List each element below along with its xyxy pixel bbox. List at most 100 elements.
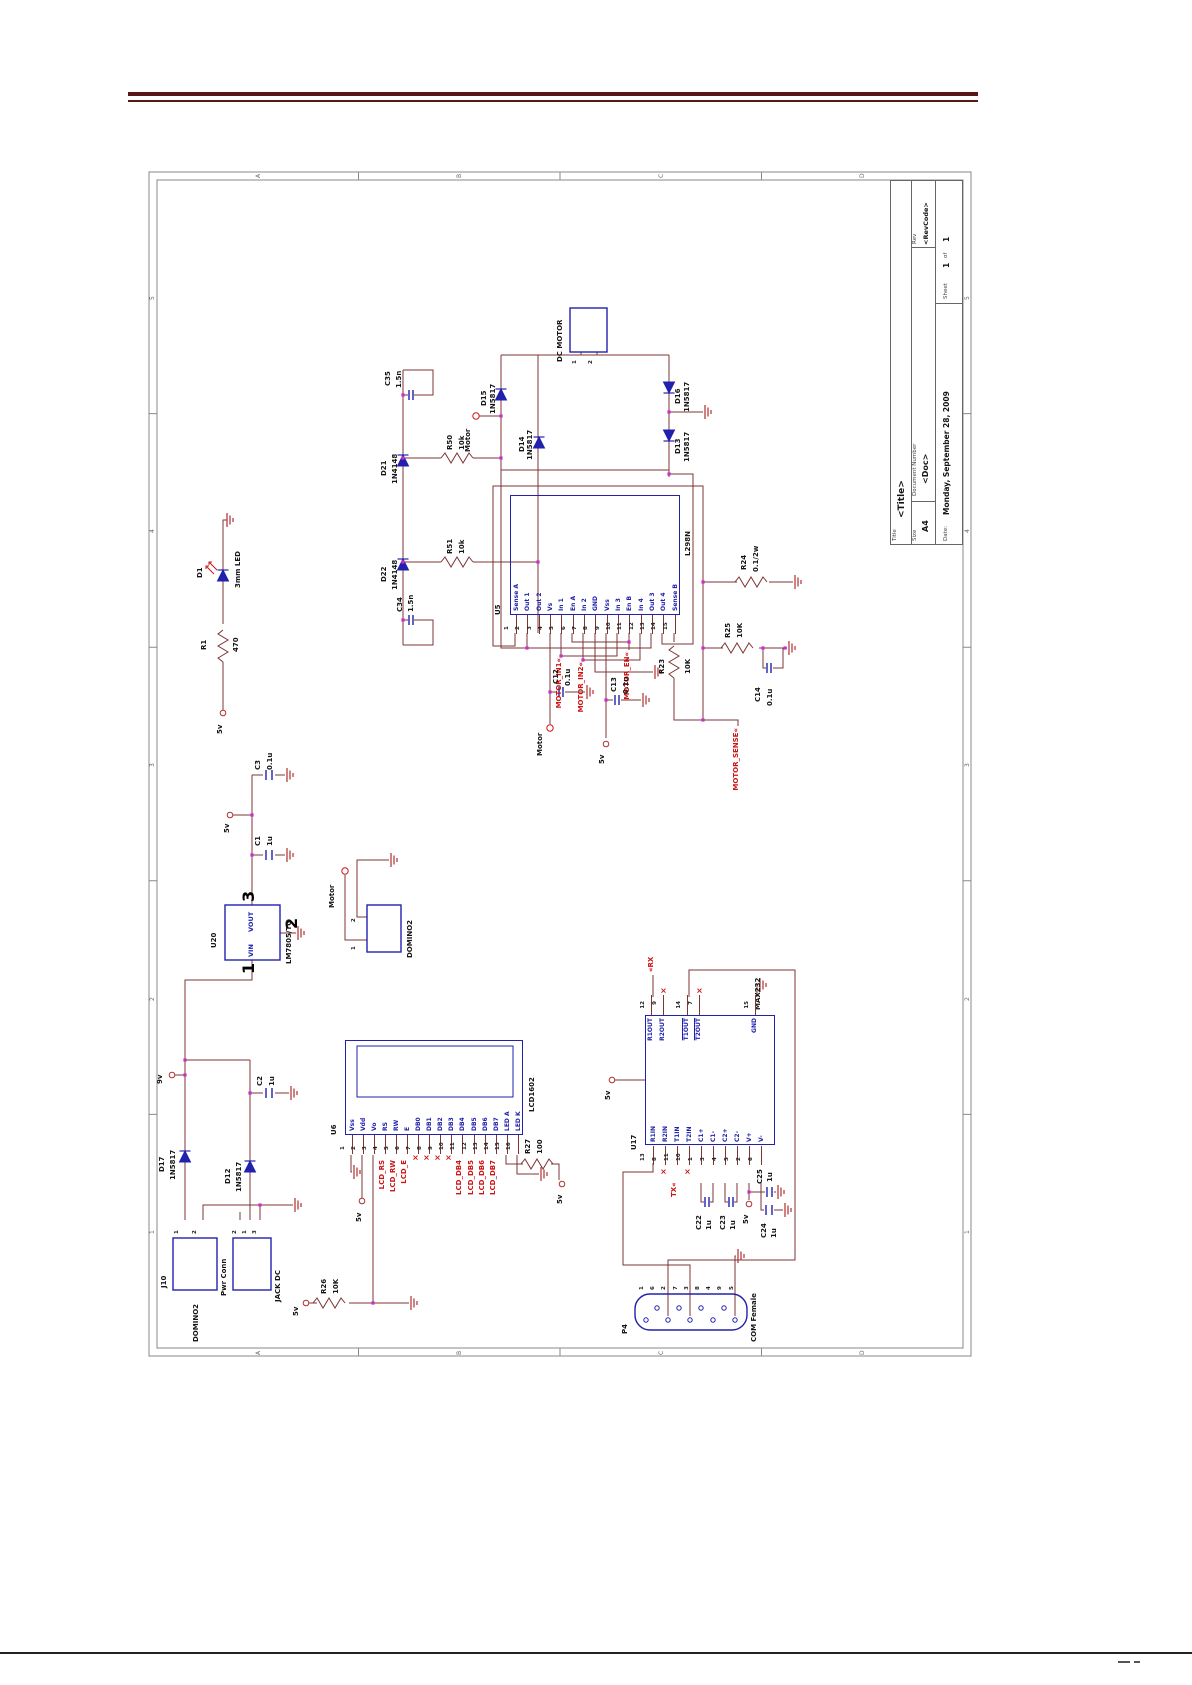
terminal-symbols (341, 412, 554, 875)
u17-pin-row: 8 R2IN (652, 1085, 671, 1165)
footer-artifact (1134, 1661, 1140, 1663)
net-5v-label: 5v (598, 754, 606, 764)
u6-pin-row: 5 RW (384, 1041, 402, 1154)
pin-name: Vss (603, 599, 611, 611)
net-lcd-db7: LCD_DB7 (489, 1160, 497, 1195)
motor-terminal-label: Motor (536, 732, 544, 756)
net-lcd-rs: LCD_RS (378, 1160, 386, 1190)
c23-value: 1u (729, 1220, 737, 1230)
pin-name: Sense A (513, 583, 521, 611)
d17-value: 1N5817 (169, 1149, 177, 1180)
u17-pin-row: 13 R1IN (640, 1085, 659, 1165)
pin-number: 4 (712, 1157, 718, 1161)
size-label: Size (912, 529, 918, 541)
pin-name: GND (751, 1018, 758, 1033)
no-connect-icon: × (659, 1168, 668, 1175)
pin-number: 16 (505, 1142, 512, 1150)
pin-number: 8 (583, 626, 590, 630)
pin-stub (712, 1146, 714, 1165)
zone-label: D (859, 173, 866, 178)
u17-pin-row: 3 C1- (700, 1085, 719, 1165)
u17-pin-row: 2 V+ (736, 1085, 755, 1165)
pin-number: 8 (417, 1146, 424, 1150)
r25-value: 10K (736, 622, 744, 638)
pin-name: En A (569, 595, 577, 611)
u17-ref: U17 (630, 1134, 638, 1150)
pin-number: 7 (688, 1001, 694, 1005)
pin-name: T1OUT (683, 1018, 690, 1041)
r23-ref: R23 (658, 658, 666, 674)
u5-l298n-box: 1 Sense A 2 Out 1 3 Out 2 (504, 495, 680, 634)
offpage-arrow-icon: « (577, 662, 585, 667)
pin-number: 1 (504, 626, 510, 630)
u5-pin-row: 7 In 2 (572, 496, 590, 634)
component-outlines (172, 307, 748, 1331)
no-connect-icon: × (444, 1154, 453, 1161)
u5-pin-row: 14 Out 4 (651, 496, 669, 634)
c1-value: 1u (266, 836, 274, 846)
zone-label: B (456, 1350, 463, 1355)
pin-stub (652, 1146, 654, 1165)
pin-name: Vss (349, 1119, 357, 1131)
net-lcd-db5: LCD_DB5 (467, 1160, 475, 1195)
d1-value: 3mm LED (234, 551, 242, 588)
d21-ref: D21 (380, 460, 388, 476)
pin-stub (760, 1146, 762, 1165)
c12-ref: C12 (552, 669, 560, 684)
pin-name: LED A (503, 1111, 511, 1131)
u5-ref: U5 (494, 604, 502, 615)
pin-name: C2- (733, 1130, 741, 1142)
docnum-label: Document Number (912, 443, 918, 496)
offpage-arrow-icon: « (670, 1182, 678, 1187)
pin-number: 3 (252, 1230, 258, 1234)
u6-pin-row: 1 Vss (340, 1041, 358, 1154)
pin-name: Out 2 (535, 592, 543, 611)
zone-label: 5 (149, 296, 156, 300)
pin-name: C1+ (697, 1128, 705, 1142)
pin-name: Out 3 (649, 592, 657, 611)
pin-name: C2+ (721, 1128, 729, 1142)
net-motor-sense: MOTOR_SENSE« (732, 728, 740, 791)
u5-pin-row: 9 Vss (595, 496, 613, 634)
c34-ref: C34 (396, 597, 404, 612)
sheet-number: 1 (942, 262, 951, 268)
u17-value: MAX232 (754, 977, 762, 1010)
dom2-name: DOMINO2 (406, 919, 414, 958)
pin-stub (700, 1146, 702, 1165)
pin-number: 15 (662, 622, 669, 630)
zone-label: 1 (964, 1230, 971, 1234)
d13-value: 1N5817 (683, 431, 691, 462)
title-block-divider (911, 501, 935, 502)
title-value: <Title> (897, 480, 907, 518)
r51-ref: R51 (446, 538, 454, 554)
pin-name: DB6 (481, 1117, 489, 1131)
u6-pin-row: 6 E (395, 1041, 413, 1154)
pin-name: R1IN (649, 1125, 657, 1142)
c25-ref: C25 (756, 1169, 764, 1184)
pin-number: 10 (605, 622, 612, 630)
db9-pin-circles (643, 1305, 738, 1323)
zone-label: A (255, 173, 262, 178)
u6-pin-row: 2 Vdd (351, 1041, 369, 1154)
pin-number: 2 (351, 918, 357, 923)
u6-pin-row: 14 DB7 (484, 1041, 502, 1154)
r24-ref: R24 (740, 554, 748, 570)
j10-name: DOMINO2 (192, 1303, 200, 1342)
u5-pin-row: 5 In 1 (549, 496, 567, 634)
u5-pin-row: 3 Out 2 (527, 496, 545, 634)
no-connect-icon: × (695, 987, 704, 994)
pin-name: DB2 (437, 1117, 445, 1131)
pin-stub (407, 1135, 409, 1154)
pin-name: In 3 (615, 598, 623, 611)
power-symbols (168, 709, 753, 1307)
u5-pin-row: 6 En A (561, 496, 579, 634)
net-5v-label: 5v (556, 1194, 564, 1204)
net-motor-in2: MOTOR_IN2« (577, 662, 585, 713)
offpage-arrow-icon: « (555, 658, 563, 663)
title-block-divider (935, 303, 963, 304)
pin-stub (584, 615, 586, 634)
pin-number: 1 (174, 1230, 180, 1234)
